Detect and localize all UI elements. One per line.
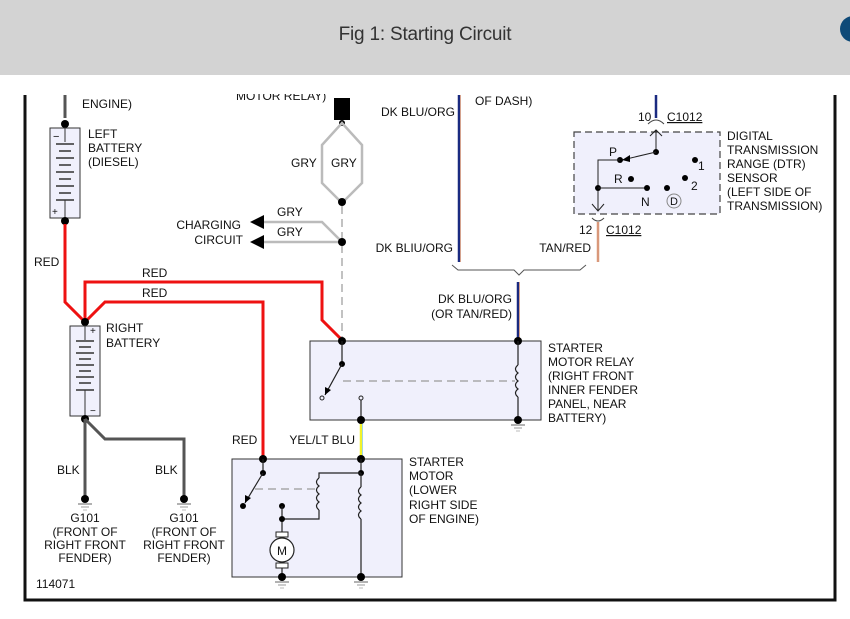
red-starter-label: RED xyxy=(232,433,258,447)
gry-right-label: GRY xyxy=(331,156,357,170)
dtr-label-4: SENSOR xyxy=(727,171,778,185)
arrow-left-icon xyxy=(250,215,264,229)
cut-label-right: OF DASH) xyxy=(475,94,532,108)
left-battery: − + xyxy=(49,95,81,225)
relay-label-3: (RIGHT FRONT xyxy=(548,369,634,383)
yel-lt-blu-label: YEL/LT BLU xyxy=(289,433,355,447)
right-battery-minus: − xyxy=(90,406,96,417)
dtr-pos-d: D xyxy=(670,196,678,208)
ground-right-line-2: RIGHT FRONT xyxy=(143,538,225,552)
charging-circuit-label-1: CHARGING xyxy=(176,218,241,232)
figure-title: Fig 1: Starting Circuit xyxy=(338,24,512,45)
dtr-pos-p: P xyxy=(609,145,617,159)
red-wire-left xyxy=(63,224,87,324)
page-header: Fig 1: Starting Circuit xyxy=(0,0,850,75)
dk-blu-org-top-label: DK BLU/ORG xyxy=(381,105,455,119)
ground-left-id: G101 xyxy=(70,511,100,525)
dtr-label-3: RANGE (DTR) xyxy=(727,157,806,171)
dtr-pos-2: 2 xyxy=(691,179,698,193)
right-battery-label-1: RIGHT xyxy=(106,321,144,335)
arrow-left-icon xyxy=(250,235,264,249)
starter-motor-box xyxy=(231,458,403,578)
right-battery-plus: + xyxy=(90,326,96,337)
ground-left-line-2: RIGHT FRONT xyxy=(44,538,126,552)
circle-badge-icon[interactable] xyxy=(840,16,850,42)
relay-label-4: INNER FENDER xyxy=(548,383,638,397)
ground-right-line-3: FENDER) xyxy=(157,551,210,565)
gry-bottom-label: GRY xyxy=(277,225,303,239)
left-battery-plus: + xyxy=(52,207,58,218)
dtr-label-1: DIGITAL xyxy=(727,129,773,143)
left-battery-label-1: LEFT xyxy=(88,127,118,141)
red-wire-lower xyxy=(83,300,265,459)
left-battery-minus: − xyxy=(53,131,59,143)
dtr-label-6: TRANSMISSION) xyxy=(727,199,822,213)
ground-right-line-1: (FRONT OF xyxy=(151,525,216,539)
connector-top-pin: 10 xyxy=(638,110,652,124)
gry-left-label: GRY xyxy=(291,156,317,170)
relay-feed-label-2: (OR TAN/RED) xyxy=(431,307,512,321)
red-wire-upper-label: RED xyxy=(142,266,168,280)
right-battery: + − xyxy=(69,318,101,423)
motor-symbol: M xyxy=(277,544,287,558)
connector-bottom-id: C1012 xyxy=(606,223,642,237)
red-wire-left-label: RED xyxy=(34,255,60,269)
cut-label-left: ENGINE) xyxy=(82,97,132,111)
fuse-block xyxy=(334,98,350,120)
relay-label-5: PANEL, NEAR xyxy=(548,397,627,411)
ground-symbol-left xyxy=(78,495,92,511)
right-battery-label-2: BATTERY xyxy=(106,336,160,350)
ground-symbol-right xyxy=(177,495,191,511)
motor-icon xyxy=(269,537,295,563)
dtr-label-2: TRANSMISSION xyxy=(727,143,818,157)
starter-label-5: OF ENGINE) xyxy=(409,512,479,526)
starter-label-2: MOTOR xyxy=(409,469,454,483)
tan-red-label: TAN/RED xyxy=(539,241,591,255)
dk-blu-org-bottom-label: DK BLIU/ORG xyxy=(376,241,453,255)
relay-label-2: MOTOR RELAY xyxy=(548,355,634,369)
relay-label-1: STARTER xyxy=(548,341,603,355)
charging-circuit-label-2: CIRCUIT xyxy=(194,233,243,247)
starter-label-3: (LOWER xyxy=(409,483,457,497)
gry-wire-top xyxy=(262,220,343,243)
ground-left-line-3: FENDER) xyxy=(58,551,111,565)
ground-right-id: G101 xyxy=(169,511,199,525)
left-battery-label-2: BATTERY xyxy=(88,141,142,155)
red-wire-upper xyxy=(83,280,344,342)
starter-label-4: RIGHT SIDE xyxy=(409,498,477,512)
blk-wire-left-label: BLK xyxy=(57,463,80,477)
relay-feed-label-1: DK BLU/ORG xyxy=(438,292,512,306)
red-wire-lower-label: RED xyxy=(142,286,168,300)
blk-wire-right-label: BLK xyxy=(155,463,178,477)
starter-label-1: STARTER xyxy=(409,455,464,469)
ground-left-line-1: (FRONT OF xyxy=(52,525,117,539)
connector-top-id: C1012 xyxy=(667,110,703,124)
figure-id: 114071 xyxy=(36,577,75,591)
gry-top-label: GRY xyxy=(277,205,303,219)
dtr-pos-1: 1 xyxy=(698,159,705,173)
diagram-frame xyxy=(23,95,837,602)
left-battery-label-3: (DIESEL) xyxy=(88,155,139,169)
dtr-pos-r: R xyxy=(614,172,623,186)
dtr-pos-n: N xyxy=(641,195,650,209)
dtr-label-5: (LEFT SIDE OF xyxy=(727,185,811,199)
relay-label-6: BATTERY) xyxy=(548,411,606,425)
blk-wire-right xyxy=(83,417,186,496)
wire-brace xyxy=(451,264,587,276)
connector-bottom-pin: 12 xyxy=(579,223,593,237)
